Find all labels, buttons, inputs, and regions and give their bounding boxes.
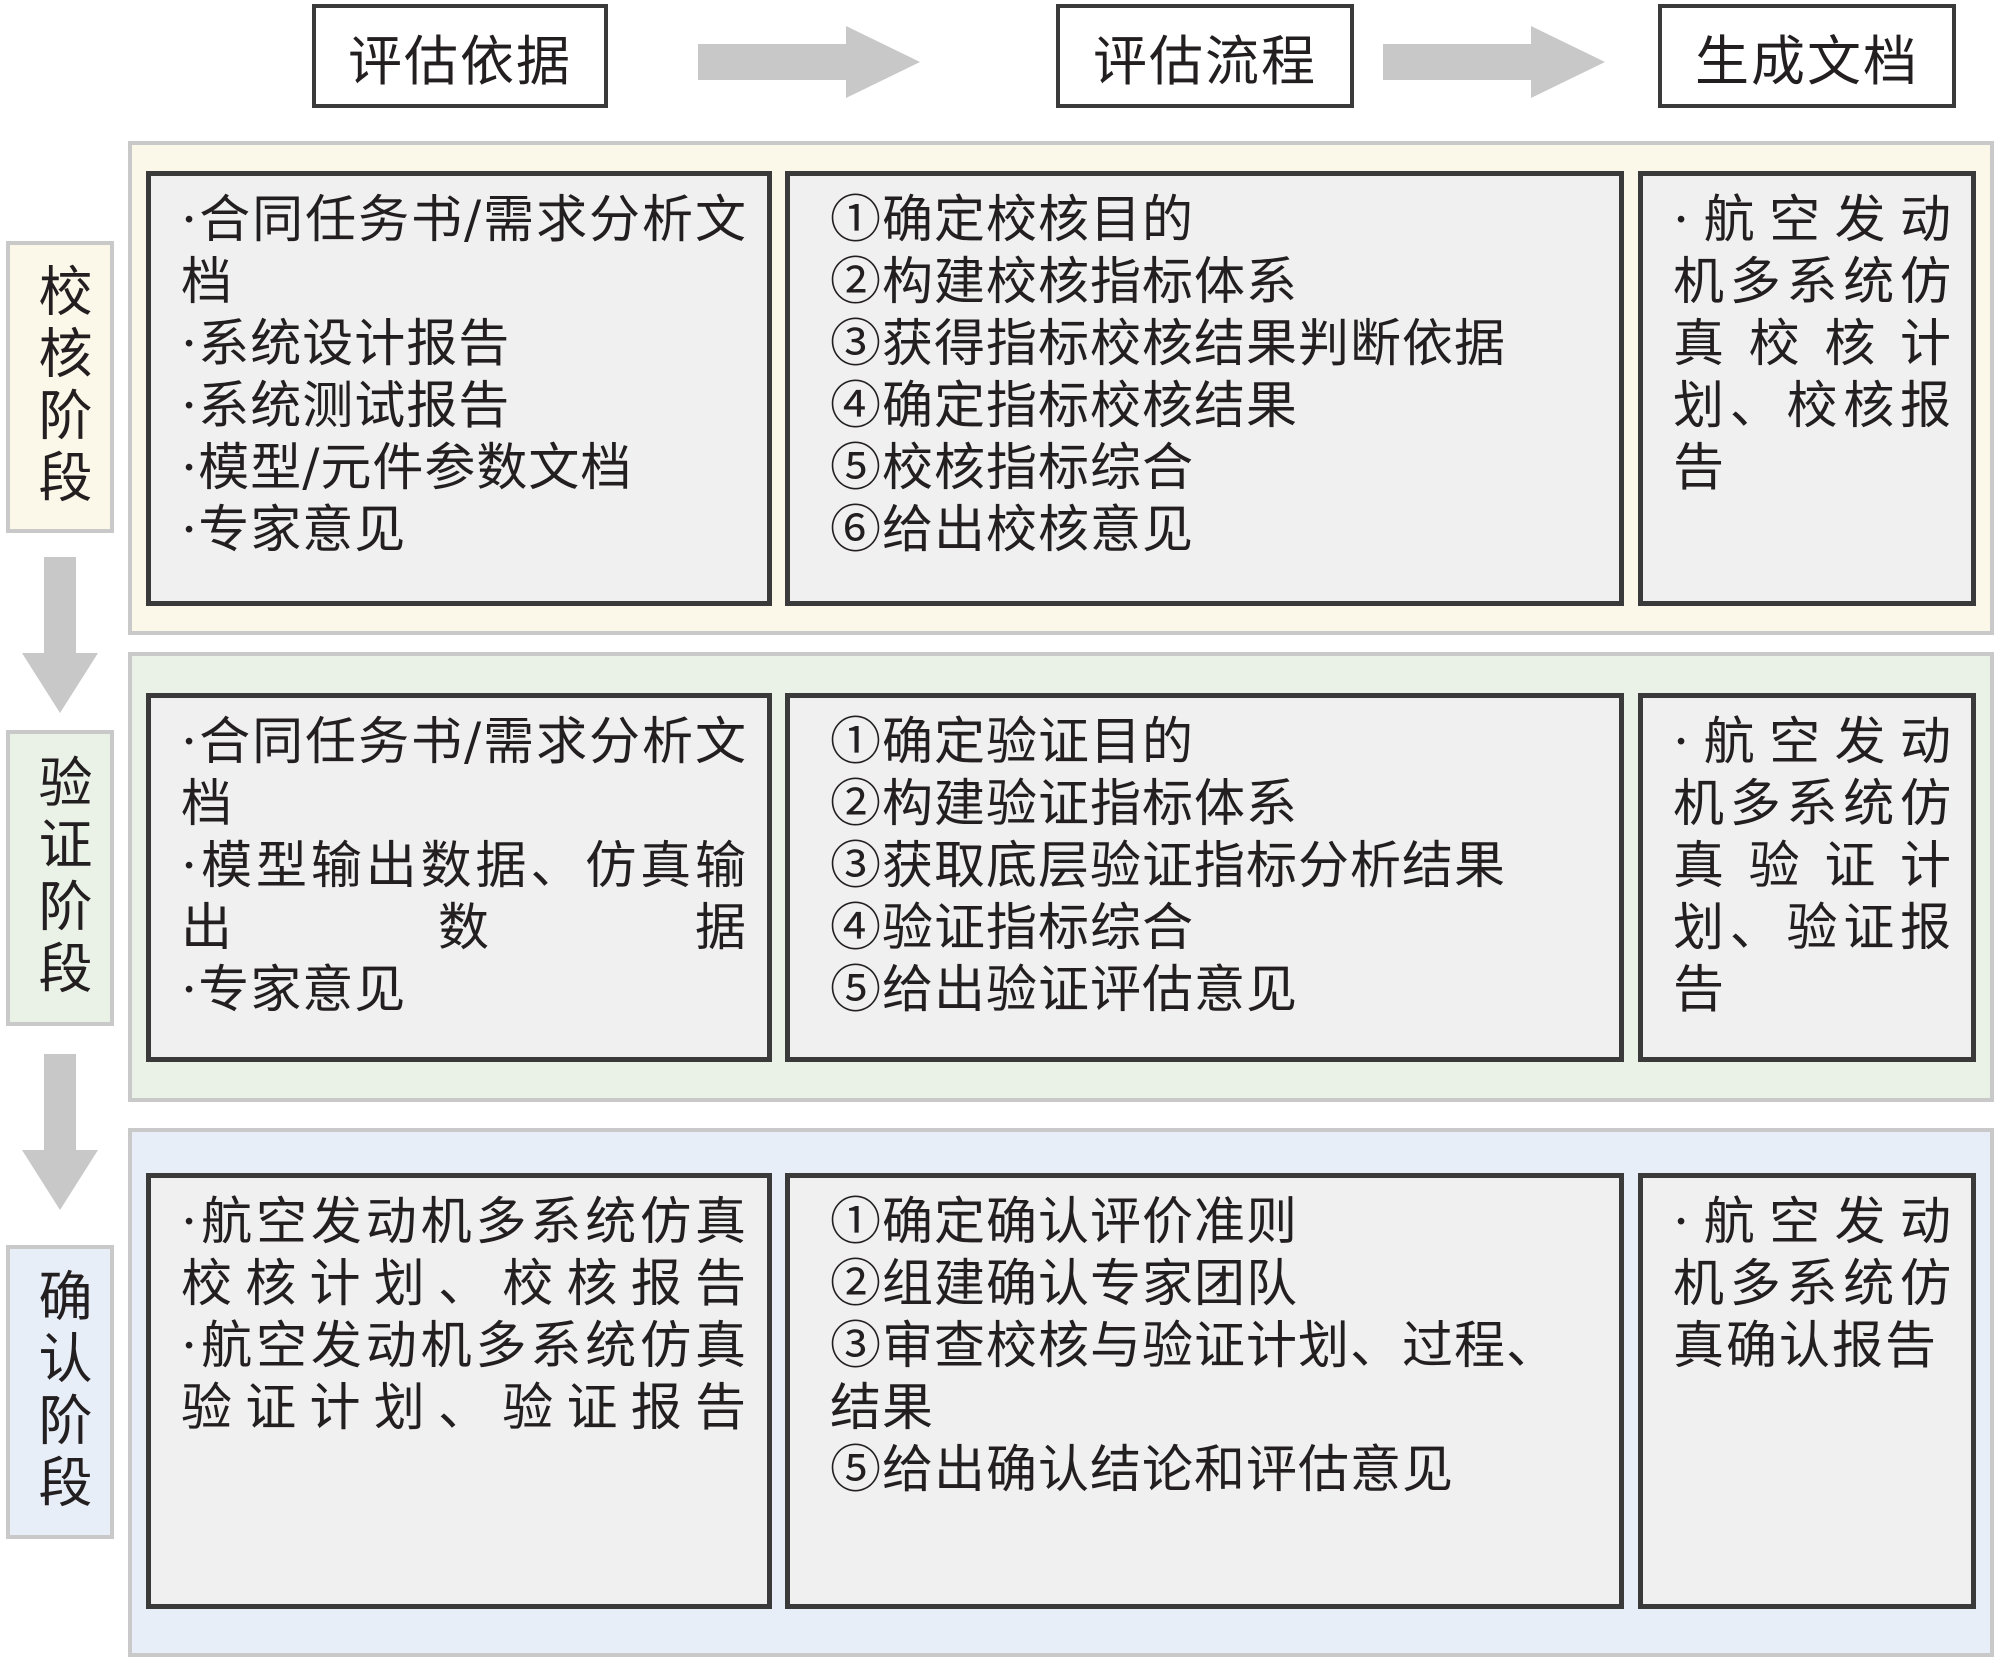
check-basis-item: ·系统测试报告 bbox=[181, 377, 511, 436]
check-process-step: ④确定指标校核结果 bbox=[830, 377, 1299, 436]
check-process-step: ⑤校核指标综合 bbox=[830, 439, 1195, 498]
check-docs-box: ·航空发动机多系统仿真校核计划、校核报告 bbox=[1638, 171, 1976, 606]
check-basis-item: ·合同任务书/需求分析文档 bbox=[181, 191, 747, 312]
arrow-down-icon bbox=[22, 1054, 98, 1210]
header-evaluation-process: 评估流程 bbox=[1056, 4, 1354, 108]
arrow-right-icon bbox=[698, 26, 920, 98]
check-basis-item: ·模型/元件参数文档 bbox=[181, 439, 633, 498]
validate-basis-box: ·航空发动机多系统仿真校核计划、校核报告 ·航空发动机多系统仿真验证计划、验证报… bbox=[146, 1173, 772, 1609]
verify-docs-text: ·航空发动机多系统仿真验证计划、验证报告 bbox=[1673, 713, 1953, 1020]
check-basis-item: ·系统设计报告 bbox=[181, 315, 511, 374]
verify-basis-box: ·合同任务书/需求分析文档 ·模型输出数据、仿真输出数据 ·专家意见 bbox=[146, 693, 772, 1062]
check-process-step: ③获得指标校核结果判断依据 bbox=[830, 315, 1507, 374]
check-basis-item: ·专家意见 bbox=[181, 501, 407, 560]
verify-basis-item: ·模型输出数据、仿真输出数据 bbox=[181, 837, 747, 958]
check-process-box: ①确定校核目的 ②构建校核指标体系 ③获得指标校核结果判断依据 ④确定指标校核结… bbox=[785, 171, 1624, 606]
verify-process-step: ⑤给出验证评估意见 bbox=[830, 961, 1299, 1020]
check-docs-text: ·航空发动机多系统仿真校核计划、校核报告 bbox=[1673, 191, 1953, 498]
validate-basis-item: ·航空发动机多系统仿真校核计划、校核报告 bbox=[181, 1193, 747, 1314]
header-evaluation-basis: 评估依据 bbox=[312, 4, 608, 108]
verify-docs-box: ·航空发动机多系统仿真验证计划、验证报告 bbox=[1638, 693, 1976, 1062]
validate-process-step: ②组建确认专家团队 bbox=[830, 1255, 1299, 1314]
validate-process-step: ③审查校核与验证计划、过程、结果 bbox=[830, 1317, 1559, 1438]
verify-process-step: ①确定验证目的 bbox=[830, 713, 1195, 772]
check-process-step: ⑥给出校核意见 bbox=[830, 501, 1195, 560]
validate-basis-item: ·航空发动机多系统仿真验证计划、验证报告 bbox=[181, 1317, 747, 1438]
verify-process-step: ②构建验证指标体系 bbox=[830, 775, 1299, 834]
stage-label-validate: 确认阶段 bbox=[6, 1245, 114, 1539]
header-generated-documents: 生成文档 bbox=[1658, 4, 1956, 108]
verify-process-box: ①确定验证目的 ②构建验证指标体系 ③获取底层验证指标分析结果 ④验证指标综合 … bbox=[785, 693, 1624, 1062]
verify-basis-item: ·合同任务书/需求分析文档 bbox=[181, 713, 747, 834]
verify-process-step: ③获取底层验证指标分析结果 bbox=[830, 837, 1507, 896]
validate-docs-box: ·航空发动机多系统仿真确认报告 bbox=[1638, 1173, 1976, 1609]
check-process-step: ①确定校核目的 bbox=[830, 191, 1195, 250]
validate-process-step: ①确定确认评价准则 bbox=[830, 1193, 1299, 1252]
stage-label-verify: 验证阶段 bbox=[6, 730, 114, 1026]
verify-process-step: ④验证指标综合 bbox=[830, 899, 1195, 958]
validate-process-box: ①确定确认评价准则 ②组建确认专家团队 ③审查校核与验证计划、过程、结果 ⑤给出… bbox=[785, 1173, 1624, 1609]
stage-label-check: 校核阶段 bbox=[6, 241, 114, 533]
check-process-step: ②构建校核指标体系 bbox=[830, 253, 1299, 312]
check-basis-box: ·合同任务书/需求分析文档 ·系统设计报告 ·系统测试报告 ·模型/元件参数文档… bbox=[146, 171, 772, 606]
verify-basis-item: ·专家意见 bbox=[181, 961, 407, 1020]
validate-docs-text: ·航空发动机多系统仿真确认报告 bbox=[1673, 1193, 1953, 1376]
arrow-down-icon bbox=[22, 557, 98, 713]
arrow-right-icon bbox=[1383, 26, 1605, 98]
validate-process-step: ⑤给出确认结论和评估意见 bbox=[830, 1441, 1455, 1500]
